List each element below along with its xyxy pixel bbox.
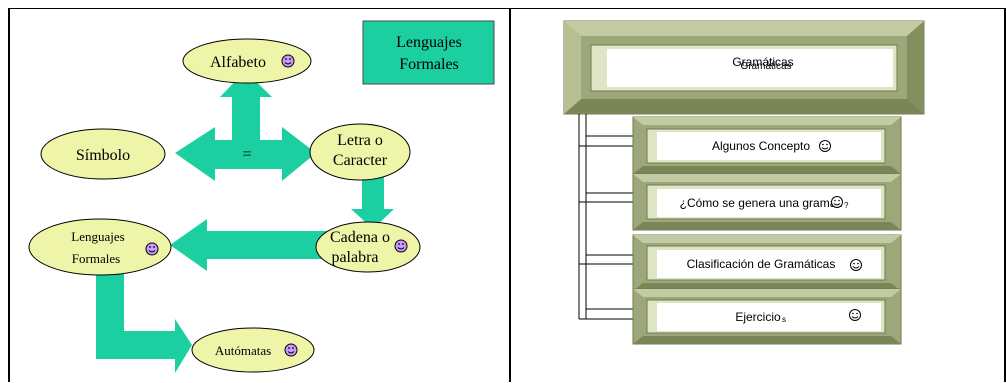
concept-map-diagram: Lenguajes Formales Alfabeto Símbolo = Le… [28,20,495,373]
letra-label-line-1: Letra o [337,132,383,149]
cadena-label-line-1: Cadena o [330,229,390,246]
left-concept-map-panel: Lenguajes Formales Alfabeto Símbolo = Le… [8,8,511,382]
lenguajes-label-line-1: Lenguajes [71,229,124,244]
outline-smiley-icon [850,259,862,271]
cadena-label-line-2: palabra [331,249,378,266]
item-label: Clasificación de Gramáticas [687,257,836,271]
cadena-o-palabra-node [315,221,421,273]
automatas-smiley-icon [284,343,298,357]
outline-item-algunos-conceptos[interactable]: Algunos Concepto [632,116,902,175]
outline-item-como-se-genera[interactable]: ¿Cómo se genera una gramáti ? [632,173,902,231]
right-outline-panel: Gramáticas Gramáticas Algunos Concepto [511,8,1006,382]
outline-smiley-icon [831,196,843,208]
alfabeto-smiley-icon [281,54,295,68]
simbolo-label: Símbolo [76,147,130,164]
lenguajes-formales-title-box [362,20,495,85]
outline-smiley-icon [819,140,831,152]
outline-item-ejercicios[interactable]: Ejercicio s [632,288,902,345]
alfabeto-label: Alfabeto [210,54,266,71]
automatas-node [191,327,315,373]
item-label: Ejercicio [735,310,781,324]
lenguajes-automatas-arrow [96,271,192,373]
gramaticas-main-frame: Gramáticas Gramáticas [563,20,925,115]
outline-tree-lines [578,114,633,320]
letra-label-line-2: Caracter [333,152,388,169]
gramaticas-outline-diagram: Gramáticas Gramáticas Algunos Concepto [563,20,925,345]
outline-item-clasificacion[interactable]: Clasificación de Gramáticas [632,234,902,292]
title-line-2: Formales [399,56,459,73]
simbolo-node [40,128,166,180]
lenguajes-label-line-2: Formales [72,251,120,266]
item-label: Algunos Concepto [712,139,810,153]
item-suffix: s [782,315,786,324]
cadena-smiley-icon [394,239,408,253]
main-title: Gramáticas [732,55,793,69]
lenguajes-smiley-icon [145,242,159,256]
letra-o-caracter-node [309,123,411,181]
item-suffix: ? [844,201,849,210]
automatas-label: Autómatas [215,343,271,358]
item-label: ¿Cómo se genera una gramáti [680,196,843,210]
cadena-lenguajes-arrow [170,219,332,271]
alfabeto-node [182,38,312,84]
outline-smiley-icon [849,309,861,321]
equals-label: = [242,146,251,163]
lenguajes-formales-node [28,218,172,276]
main-title-shadow: Gramáticas [740,61,791,72]
letra-cadena-arrow [351,174,394,229]
alfabeto-simbolo-letra-arrow [175,71,316,181]
title-line-1: Lenguajes [396,34,462,51]
arrows-group [96,71,394,373]
